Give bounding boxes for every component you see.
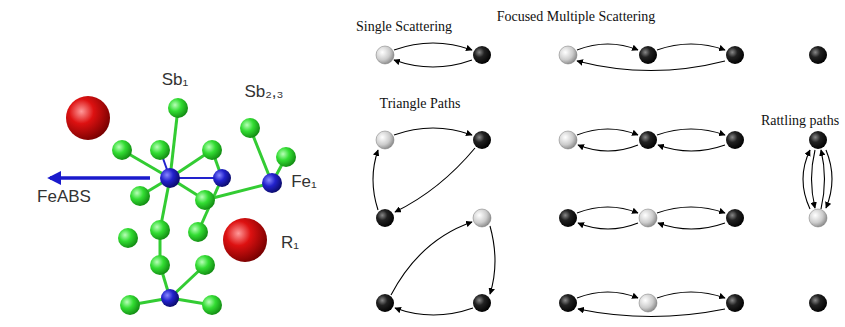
- scatterer-atoms: [376, 46, 827, 312]
- atom-label: Sb₂,₃: [244, 83, 283, 102]
- path-title: Triangle Paths: [380, 96, 461, 111]
- absorber-atoms: [376, 46, 827, 312]
- absorber-arrow: [50, 176, 150, 180]
- fe-atoms: [160, 168, 282, 307]
- path-title: Single Scattering: [356, 19, 452, 34]
- path-arrows: [373, 43, 832, 317]
- atom-label: Fe₁: [291, 173, 317, 192]
- sb-atoms: [112, 98, 296, 315]
- absorber-label: FeABS: [37, 188, 91, 207]
- rattler-atom: [223, 218, 267, 262]
- rattler-atom: [66, 96, 110, 140]
- bond-lines: [122, 108, 286, 305]
- atom-label: R₁: [281, 234, 299, 253]
- path-title: Rattling paths: [761, 113, 839, 128]
- path-title: Focused Multiple Scattering: [497, 9, 656, 24]
- atom-label: Sb₁: [162, 71, 189, 90]
